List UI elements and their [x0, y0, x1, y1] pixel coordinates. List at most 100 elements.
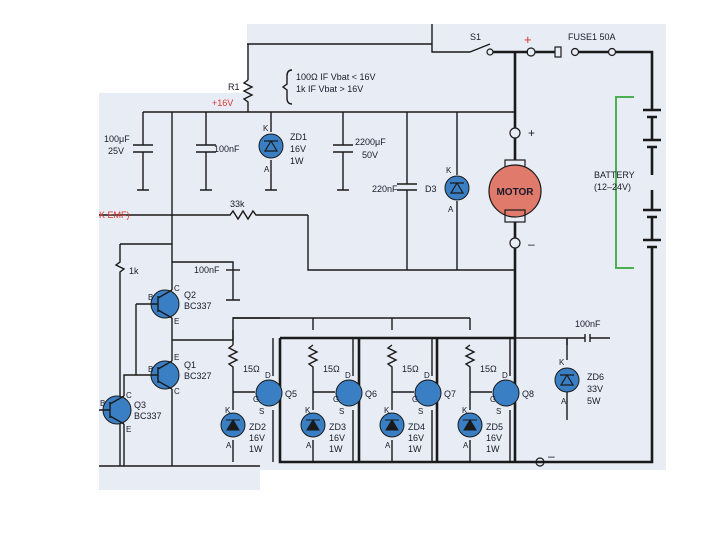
- mosfet-label: Q6: [365, 389, 377, 399]
- zener-k-label: K: [462, 406, 468, 415]
- zener-voltage: 16V: [249, 433, 265, 443]
- q1-e: E: [174, 353, 179, 362]
- q3-b: B: [100, 399, 105, 408]
- cap-100nf-c-label: 100nF: [575, 319, 601, 329]
- mosfet-label: Q5: [285, 389, 297, 399]
- paper-background: [99, 24, 666, 490]
- supply-plus-label: +: [524, 32, 532, 47]
- zener-a-label: A: [385, 441, 391, 450]
- q3-label: Q3: [134, 400, 146, 410]
- mosfet-transistor: [492, 379, 520, 407]
- mosfet-label: Q7: [444, 389, 456, 399]
- source-label: S: [418, 407, 423, 416]
- zener-voltage: 16V: [408, 433, 424, 443]
- gate-resistor-label: 15Ω: [480, 364, 497, 374]
- zener-symbol: [226, 419, 240, 431]
- zener-voltage: 16V: [329, 433, 345, 443]
- mosfet-units: 15ΩDGSQ5KZD216V1WA15ΩDGSQ6KZD316V1WA15ΩD…: [220, 338, 534, 462]
- zd6-k: K: [559, 358, 565, 367]
- d3-k: K: [446, 166, 452, 175]
- zener-k-label: K: [225, 406, 231, 415]
- s1-label: S1: [470, 32, 481, 42]
- cap-2200uf-rating: 50V: [362, 150, 378, 160]
- cap-100uf: [133, 112, 153, 191]
- drain-label: D: [345, 371, 351, 380]
- motor-plus-label: +: [528, 126, 535, 140]
- back-emf-label: K EMF): [99, 210, 130, 220]
- zener-k-label: K: [305, 406, 311, 415]
- cap-100uf-rating: 25V: [108, 146, 124, 156]
- r1-note-1: 100Ω IF Vbat < 16V: [296, 72, 376, 82]
- q3-part: BC337: [134, 411, 162, 421]
- q2-e: E: [174, 317, 179, 326]
- drain-label: D: [424, 371, 430, 380]
- motor-label: MOTOR: [496, 187, 534, 198]
- battery-range-label: (12–24V): [594, 182, 631, 192]
- mosfet-transistor: [335, 379, 363, 407]
- zd6-a: A: [561, 397, 567, 406]
- zd1-power: 1W: [290, 156, 304, 166]
- cap-100uf-value: 100μF: [104, 134, 130, 144]
- zd6-voltage: 33V: [587, 384, 603, 394]
- motor-branch: [488, 52, 542, 462]
- zener-a-label: A: [226, 441, 232, 450]
- cap-100nf-a-label: 100nF: [214, 144, 240, 154]
- driver-stage: [99, 222, 280, 467]
- battery-label: BATTERY: [594, 170, 635, 180]
- zener-power: 1W: [486, 444, 500, 454]
- gate-resistor-label: 15Ω: [402, 364, 419, 374]
- zener-a-label: A: [463, 441, 469, 450]
- zd6-power: 5W: [587, 396, 601, 406]
- zd6-zener: [554, 367, 580, 393]
- motor: [488, 164, 542, 218]
- mosfet-transistor: [414, 379, 442, 407]
- cap-2200uf: [333, 112, 353, 191]
- r1-label: R1: [228, 82, 240, 92]
- zd1-voltage: 16V: [290, 144, 306, 154]
- zener-symbol: [463, 419, 477, 431]
- source-label: S: [259, 407, 264, 416]
- zener-label: ZD2: [249, 422, 266, 432]
- d3-a: A: [448, 205, 454, 214]
- gate-label: G: [412, 395, 418, 404]
- fuse-label: FUSE1 50A: [568, 32, 616, 42]
- top-supply-rail: [247, 24, 654, 110]
- cap-100nf-a: [196, 112, 216, 191]
- zd1-a: A: [264, 165, 270, 174]
- mosfet-transistor: [255, 379, 283, 407]
- snubber-cap-diode: [307, 112, 515, 271]
- back-emf-feedback: [99, 112, 308, 222]
- motor-minus-label: –: [528, 237, 535, 251]
- zener-label: ZD3: [329, 422, 346, 432]
- battery-bracket: [615, 96, 634, 269]
- zener-voltage: 16V: [486, 433, 502, 443]
- r-33k-label: 33k: [230, 199, 245, 209]
- r1-note-2: 1k IF Vbat > 16V: [296, 84, 363, 94]
- q1-c: C: [174, 387, 180, 396]
- gate-label: G: [253, 395, 259, 404]
- zener-a-label: A: [306, 441, 312, 450]
- zd1-zener: [258, 112, 284, 191]
- gate-label: G: [333, 395, 339, 404]
- q2-part: BC337: [184, 301, 212, 311]
- cap-2200uf-value: 2200μF: [355, 137, 386, 147]
- zener-power: 1W: [408, 444, 422, 454]
- v16-label: +16V: [212, 98, 233, 108]
- source-label: S: [496, 407, 501, 416]
- drain-label: D: [502, 371, 508, 380]
- q1-b: B: [148, 365, 153, 374]
- zener-symbol: [385, 419, 399, 431]
- zener-k-label: K: [384, 406, 390, 415]
- zd6-label: ZD6: [587, 372, 604, 382]
- zd1-k: K: [263, 124, 269, 133]
- gate-label: G: [490, 395, 496, 404]
- drain-label: D: [265, 371, 271, 380]
- zener-power: 1W: [329, 444, 343, 454]
- cap-100nf-b-label: 100nF: [194, 265, 220, 275]
- q2-label: Q2: [184, 290, 196, 300]
